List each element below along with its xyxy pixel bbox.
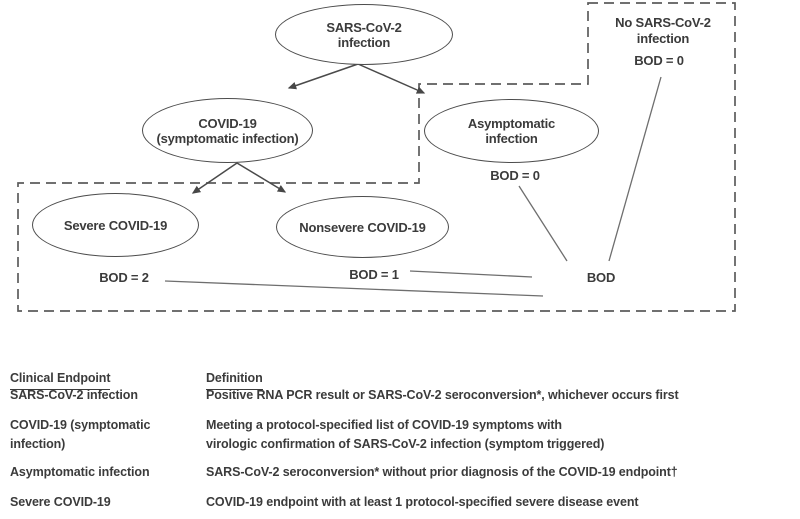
arrow-covid19-to-severe <box>191 162 238 194</box>
node-severe-covid-19: Severe COVID-19 <box>32 193 199 257</box>
bod-label-severe: BOD = 2 <box>99 270 149 285</box>
node-nonsevere-covid-19: Nonsevere COVID-19 <box>276 196 449 258</box>
node-asymptomatic-infection: Asymptomatic infection <box>424 99 599 163</box>
arrow-sars-to-asymptomatic <box>357 63 426 94</box>
table-row-definition: Meeting a protocol-specified list of COV… <box>206 418 605 451</box>
table-row-definition: Positive RNA PCR result or SARS-CoV-2 se… <box>206 388 679 402</box>
arrow-covid19-to-nonsevere <box>236 162 287 193</box>
bod-sink-label: BOD <box>586 270 616 285</box>
flowchart-lines-layer <box>17 2 736 312</box>
bod-flowchart: SARS-CoV-2 infection COVID-19 (symptomat… <box>17 2 736 312</box>
connector-noinfection-bod <box>608 76 662 262</box>
table-row-definition: SARS-CoV-2 seroconversion* without prior… <box>206 465 678 479</box>
node-sars-cov-2-infection: SARS-CoV-2 infection <box>275 4 453 65</box>
connector-bod1-bod <box>409 270 533 278</box>
table-row-endpoint: SARS-CoV-2 infection <box>10 388 138 402</box>
table-row-endpoint: COVID-19 (symptomatic infection) <box>10 418 151 451</box>
bod-label-no-infection: BOD = 0 <box>634 53 684 68</box>
connector-bod2-bod <box>164 280 544 297</box>
table-row-endpoint: Asymptomatic infection <box>10 465 150 479</box>
connector-asymptomatic-bod <box>518 185 568 262</box>
table-row-definition: COVID-19 endpoint with at least 1 protoc… <box>206 495 639 509</box>
bod-label-asymptomatic: BOD = 0 <box>490 168 540 183</box>
column-header-definition: Definition <box>206 350 263 390</box>
column-header-clinical-endpoint: Clinical Endpoint <box>10 350 110 390</box>
table-row-endpoint: Severe COVID-19 <box>10 495 111 509</box>
column-header-definition-text: Definition <box>206 369 263 390</box>
arrow-sars-to-covid19 <box>287 63 359 90</box>
node-covid-19-symptomatic: COVID-19 (symptomatic infection) <box>142 98 313 163</box>
node-no-sars-cov-2-infection: No SARS-CoV-2 infection <box>615 15 711 46</box>
bod-label-nonsevere: BOD = 1 <box>349 267 399 282</box>
column-header-clinical-endpoint-text: Clinical Endpoint <box>10 369 110 390</box>
dashed-outcome-region-outline <box>17 2 736 312</box>
